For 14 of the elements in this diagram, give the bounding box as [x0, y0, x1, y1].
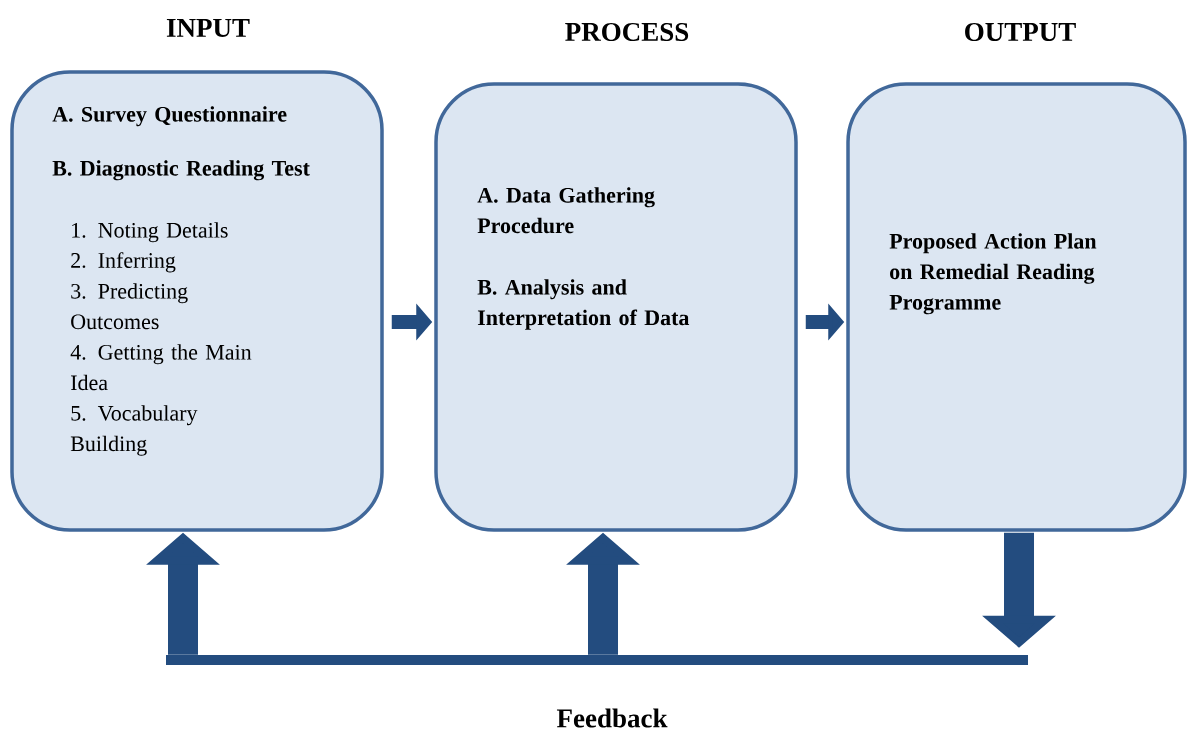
- list-item: 5. Vocabulary Building: [70, 405, 198, 456]
- column-heading: OUTPUT: [965, 22, 1076, 42]
- heading-text: B. Analysis and Interpretation of Data: [477, 279, 690, 330]
- list-item: 3. Predicting Outcomes: [71, 283, 188, 330]
- column-heading: PROCESS: [565, 22, 689, 42]
- heading-text: Proposed Action Plan on Remedial Reading Programme: [889, 233, 1097, 315]
- heading-text: B. Diagnostic Reading Test: [52, 160, 310, 181]
- heading-text: A. Data Gathering Procedure: [477, 187, 655, 234]
- list-item: 2. Inferring: [71, 252, 176, 273]
- heading-text: A. Survey Questionnaire: [52, 106, 287, 127]
- column-heading: INPUT: [166, 19, 250, 37]
- bar-label: Feedback: [556, 708, 668, 728]
- list-item: 4. Getting the Main Idea: [70, 344, 252, 391]
- list-item: 1. Noting Details: [72, 222, 228, 243]
